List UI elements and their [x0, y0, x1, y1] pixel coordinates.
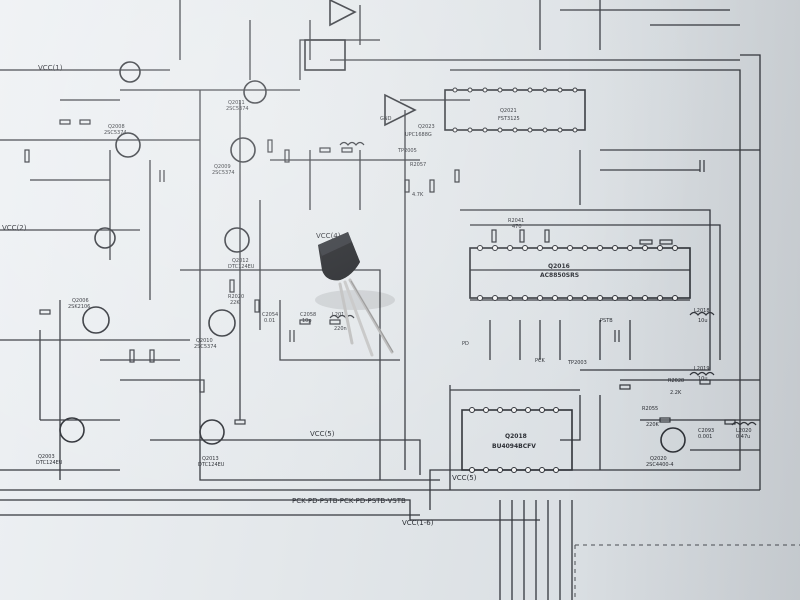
- q2011-ref: Q2011: [228, 100, 245, 106]
- q2012-part: DTC124EU: [228, 264, 255, 270]
- q2003-part: DTC124EU: [36, 460, 63, 466]
- schematic-wires: [0, 0, 761, 600]
- ic-q2016-part: AC8850SRS: [540, 272, 579, 279]
- net-vcc5-left: VCC(5): [310, 430, 335, 438]
- net-tp2003: TP2003: [567, 360, 587, 366]
- transistor-q2006: [82, 306, 110, 334]
- transistor-q2010: [208, 309, 236, 337]
- transistor-left-mid: [94, 227, 116, 249]
- l2018-value: 10u: [698, 318, 708, 324]
- r2041-ref: R2041: [508, 218, 524, 224]
- q2020-ref: Q2020: [650, 456, 667, 462]
- ic-q2018-body: [461, 409, 573, 471]
- net-pstb: PSTB: [600, 318, 613, 324]
- transistor-q2012: [224, 227, 250, 253]
- net-vcc1-6: VCC(1-6): [402, 519, 434, 527]
- c2093-value: 0.001: [698, 434, 712, 440]
- q2008-part: 2SC5374: [104, 130, 127, 136]
- ic-q2021-part: FST3125: [498, 116, 520, 122]
- l2020-value: 0.47u: [736, 434, 750, 440]
- ic-pins: [452, 87, 678, 473]
- r2057-ref: R2057: [410, 162, 426, 168]
- net-vcc1: VCC(1): [38, 64, 63, 72]
- transistor-q2011: [243, 80, 267, 104]
- ic-q2021-ref: Q2021: [500, 108, 517, 114]
- q2003-ref: Q2003: [38, 454, 55, 460]
- transistor-q2003: [59, 417, 85, 443]
- amp-top-symbol: [329, 0, 357, 27]
- q2020-part: 2SC4400-4: [646, 462, 674, 468]
- q2010-part: 2SC5374: [194, 344, 217, 350]
- q2008-ref: Q2008: [108, 124, 125, 130]
- transistor-symbols: [59, 61, 686, 453]
- l2019-value: 10u: [698, 376, 708, 382]
- net-pd: PD: [462, 341, 469, 347]
- q2006-part: 2SK2106: [68, 304, 90, 310]
- r2041-value: 470: [512, 224, 522, 230]
- l2019-ref: L2019: [694, 366, 710, 372]
- q2013-part: DTC124EU: [198, 462, 225, 468]
- net-vcc4: VCC(4): [316, 232, 341, 240]
- c2054-value: 0.01: [264, 318, 275, 324]
- c2093-ref: C2093: [698, 428, 714, 434]
- c2054-ref: C2054: [262, 312, 278, 318]
- c2058-value: 10p: [302, 318, 312, 324]
- r2020-value: 22K: [230, 300, 240, 306]
- c2058-ref: C2058: [300, 312, 316, 318]
- l2013-ref: L2013: [332, 312, 348, 318]
- ic-q2023-ref: Q2023: [418, 124, 435, 130]
- l2013-value: 220n: [334, 326, 347, 332]
- transistor-q2013: [199, 419, 225, 445]
- r2055-ref: R2055: [642, 406, 658, 412]
- ic-q2018-part: BU4094BCFV: [492, 443, 536, 450]
- passive-components: [24, 119, 757, 426]
- transistor-q2009: [230, 137, 256, 163]
- q2006-ref: Q2006: [72, 298, 89, 304]
- net-tp2005: TP2005: [397, 148, 417, 154]
- r2057-value: 4.7K: [412, 192, 424, 198]
- ic-q2018-ref: Q2018: [505, 433, 527, 440]
- r2028-value: 2.2K: [670, 390, 682, 396]
- q2009-ref: Q2009: [214, 164, 231, 170]
- l2020-ref: L2020: [736, 428, 752, 434]
- net-gnd: GND: [380, 116, 392, 122]
- ic-q2016-ref: Q2016: [548, 263, 570, 270]
- amp-q2023-symbol: [384, 93, 417, 127]
- to92-transistor-object: [315, 232, 395, 357]
- ic-q2016-body: [469, 247, 691, 299]
- ic-bridge-body: [304, 39, 346, 71]
- net-bus-label: PCK·PD·PSTB·PCK·PD·PSTB·VSTB: [292, 497, 406, 505]
- net-vcc2: VCC(2): [2, 224, 27, 232]
- r2020-ref: R2020: [228, 294, 244, 300]
- q2010-ref: Q2010: [196, 338, 213, 344]
- l2018-ref: L2018: [694, 308, 710, 314]
- q2009-part: 2SC5374: [212, 170, 235, 176]
- net-vcc5-right: VCC(5): [452, 474, 477, 482]
- q2012-ref: Q2012: [232, 258, 249, 264]
- r2055-value: 220K: [646, 422, 660, 428]
- r2028-ref: R2028: [668, 378, 684, 384]
- transistor-q2020: [660, 427, 686, 453]
- transistor-top-left: [119, 61, 141, 83]
- q2011-part: 2SC5374: [226, 106, 249, 112]
- q2013-ref: Q2013: [202, 456, 219, 462]
- transistor-q2008: [115, 132, 141, 158]
- net-pck: PCK: [535, 358, 546, 364]
- ic-q2023-part: UPC1688G: [405, 132, 432, 138]
